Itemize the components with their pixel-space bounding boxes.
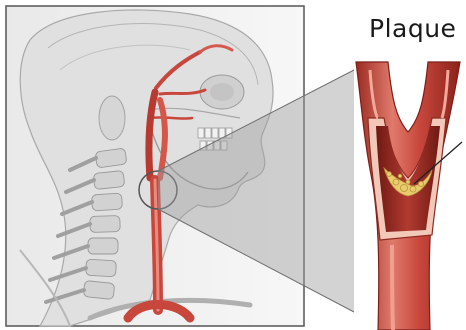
plaque-label: Plaque — [369, 14, 456, 43]
artery-callout — [356, 62, 460, 330]
